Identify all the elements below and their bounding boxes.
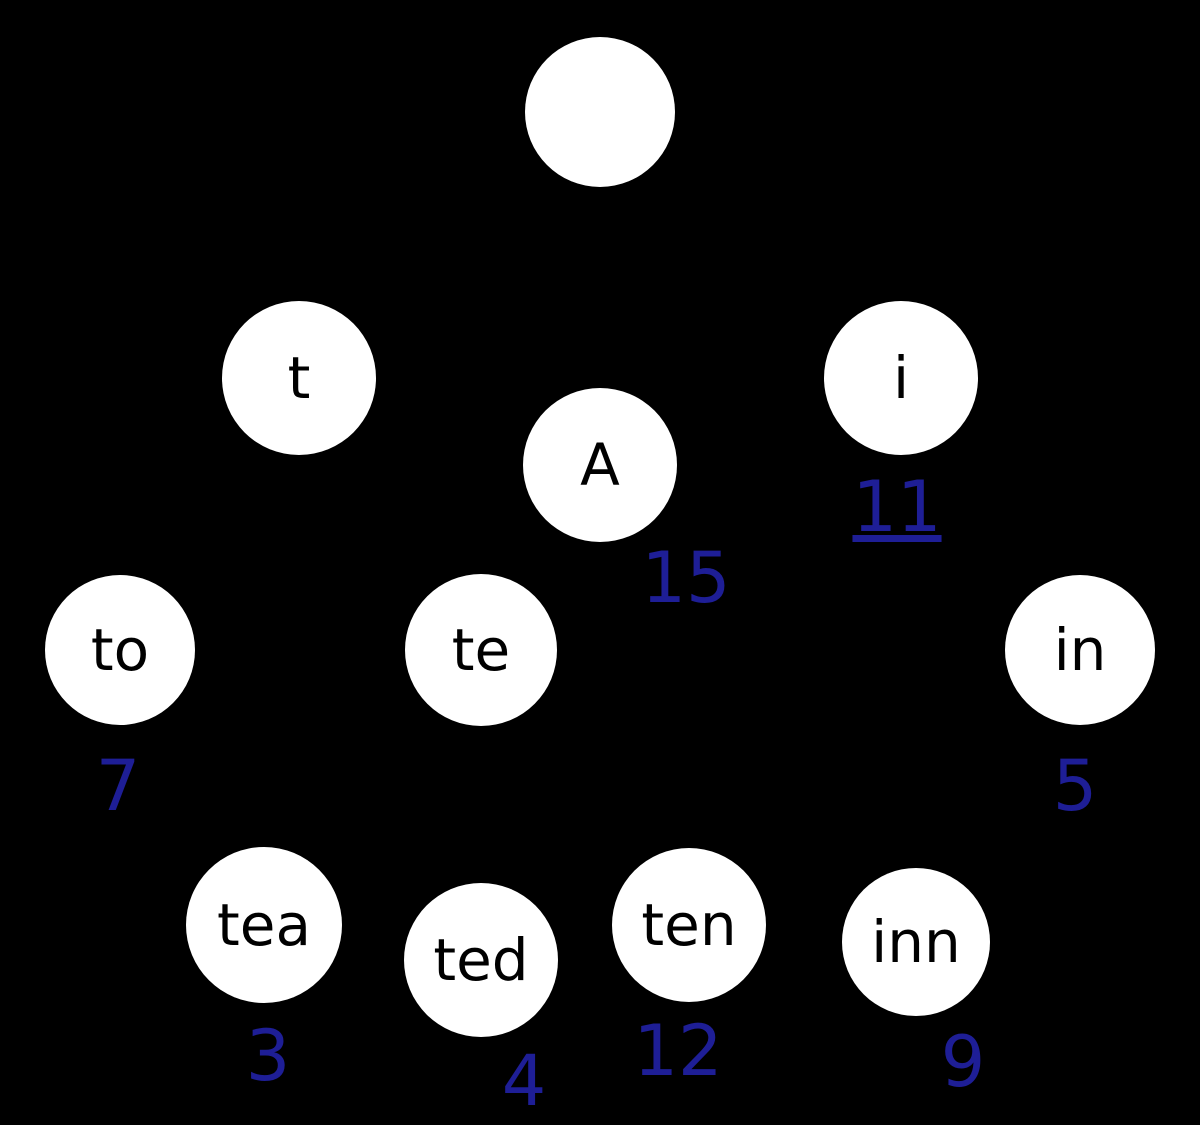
- node-ten: ten: [612, 848, 766, 1002]
- node-label: ten: [641, 891, 737, 959]
- node-root: [525, 37, 675, 187]
- node-to: to: [45, 575, 195, 725]
- node-t: t: [222, 301, 376, 455]
- node-A: A: [523, 388, 677, 542]
- node-value-ted: 4: [501, 1040, 547, 1122]
- node-label: i: [892, 344, 910, 412]
- node-in: in: [1005, 575, 1155, 725]
- node-value-inn: 9: [940, 1021, 986, 1103]
- node-te: te: [405, 574, 557, 726]
- node-label: in: [1053, 616, 1107, 684]
- node-label: A: [580, 431, 620, 499]
- node-label: t: [287, 344, 311, 412]
- node-value-in: 5: [1052, 745, 1098, 827]
- node-label: to: [90, 616, 150, 684]
- node-label: ted: [433, 926, 529, 994]
- node-value-ten: 12: [633, 1010, 723, 1092]
- node-label: te: [451, 616, 511, 684]
- node-value-A: 15: [641, 537, 731, 619]
- node-tea: tea: [186, 847, 342, 1003]
- node-value-i: 11: [852, 466, 942, 548]
- node-i: i: [824, 301, 978, 455]
- node-label: tea: [217, 891, 311, 959]
- node-value-tea: 3: [245, 1015, 291, 1097]
- node-ted: ted: [404, 883, 558, 1037]
- node-label: inn: [871, 908, 961, 976]
- node-inn: inn: [842, 868, 990, 1016]
- node-value-to: 7: [95, 745, 141, 827]
